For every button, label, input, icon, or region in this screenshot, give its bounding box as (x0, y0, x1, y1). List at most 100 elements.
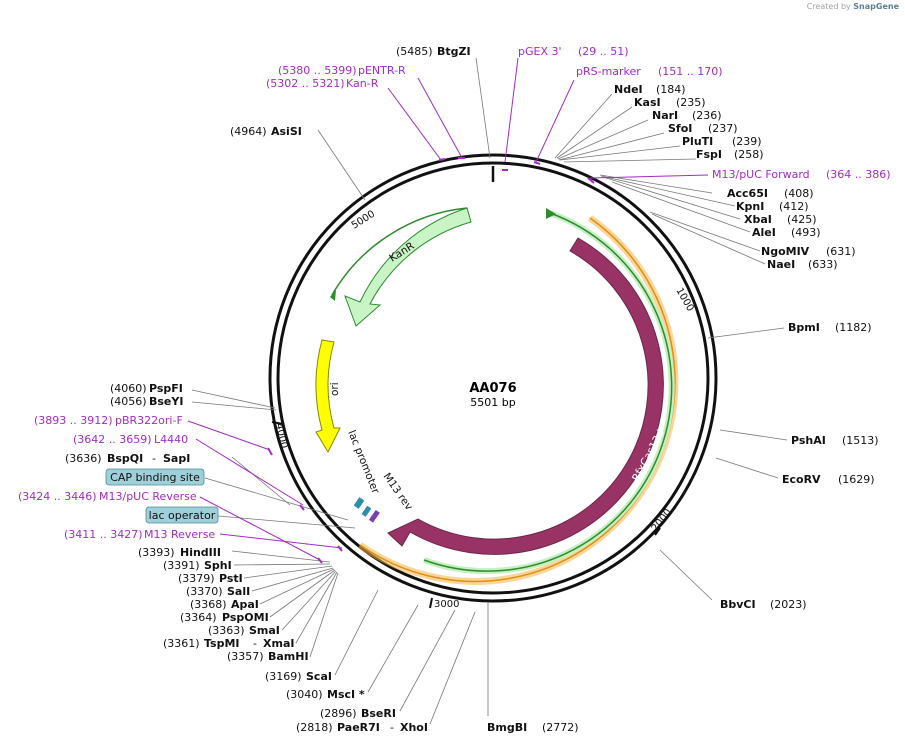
label-ngomiv-pos: (631) (826, 245, 856, 258)
primer-m13-puc-rev: M13/pUC Reverse (99, 490, 197, 503)
label-btgzi: BtgZI (437, 45, 471, 58)
label-pluti: PluTI (682, 135, 713, 148)
primer-pentr-r-range: (5380 .. 5399) (278, 64, 357, 77)
lac-promoter-label: lac promoter (345, 429, 382, 496)
primer-l4440: L4440 (154, 433, 188, 446)
snapgene-logo: SnapGene (853, 2, 899, 11)
primer-prs-marker-range: (151 .. 170) (658, 65, 723, 78)
green-arrow-head (546, 208, 556, 219)
ori-feature (315, 339, 341, 454)
label-bseyi: BseYI (149, 395, 183, 408)
lac-operator-box (145, 506, 219, 524)
primer-pbr322ori-f-range: (3893 .. 3912) (34, 414, 113, 427)
tick-3000-mark (429, 597, 433, 609)
label-psti: PstI (219, 572, 243, 585)
label-pspfi-pos: (4060) (110, 382, 147, 395)
label-alei-pos: (493) (791, 226, 821, 239)
label-sali: SalI (227, 585, 250, 598)
primer-pgex3-range: (29 .. 51) (578, 45, 629, 58)
label-bpmi-pos: (1182) (835, 321, 872, 334)
cap-site-mark (353, 497, 365, 509)
label-hindiii: HindIII (180, 546, 221, 559)
label-tspmi: TspMI (204, 637, 240, 650)
label-ecorv: EcoRV (782, 473, 821, 486)
label-pspomi-pos: (3364) (180, 611, 217, 624)
label-bseyi-pos: (4056) (110, 395, 147, 408)
primer-kan-r: Kan-R (346, 77, 379, 90)
leader-lines (191, 57, 788, 725)
label-bmgbi-pos: (2772) (542, 721, 579, 734)
label-paer7i-dash: - (390, 721, 394, 734)
label-scai-pos: (3169) (265, 670, 302, 683)
rfxcas13d-feature (387, 237, 664, 555)
primer-m13-rev-range: (3411 .. 3427) (64, 528, 143, 541)
tick-3000: 3000 (434, 599, 459, 610)
label-naei: NaeI (767, 258, 795, 271)
label-fspi-pos: (258) (734, 148, 764, 161)
label-pshai: PshAI (791, 434, 826, 447)
label-kasi: KasI (634, 96, 661, 109)
label-psti-pos: (3379) (178, 572, 215, 585)
primer-pbr322ori-f: pBR322ori-F (115, 414, 183, 427)
label-btgzi-pos: (5485) (396, 45, 433, 58)
primer-prs-marker: pRS-marker (576, 65, 641, 78)
primer-m13-puc-rev-range: (3424 .. 3446) (18, 490, 97, 503)
m13rev-label: M13 rev (381, 471, 415, 513)
label-xbai-pos: (425) (787, 213, 817, 226)
label-kpni: KpnI (736, 200, 764, 213)
label-acc65i: Acc65I (727, 187, 768, 200)
cap-binding-label: CAP binding site (110, 471, 200, 484)
label-naei-pos: (633) (808, 258, 838, 271)
primer-pentr-r: pENTR-R (358, 64, 406, 77)
label-sali-pos: (3370) (186, 585, 223, 598)
label-bamhi-pos: (3357) (227, 650, 264, 663)
label-ngomiv: NgoMIV (761, 245, 810, 258)
label-bbvci: BbvCI (720, 598, 756, 611)
tick-4000-mark (271, 421, 284, 425)
kanr-thin-arc (331, 207, 468, 296)
primer-leaders (187, 57, 709, 561)
label-bmgbi: BmgBI (487, 721, 527, 734)
ori-label: ori (329, 382, 341, 396)
kanr-thin-head (330, 290, 336, 301)
label-bspqi-dash: - (152, 452, 156, 465)
plasmid-length: 5501 bp (470, 396, 515, 409)
label-ndei-pos: (184) (656, 83, 686, 96)
backbone-outer (268, 153, 718, 603)
primer-l4440-range: (3642 .. 3659) (73, 433, 152, 446)
primer-m13-rev: M13 Reverse (144, 528, 215, 541)
snapgene-credit: Created by SnapGene (807, 2, 899, 11)
label-pshai-pos: (1513) (842, 434, 879, 447)
lac-operator-mark (361, 505, 372, 517)
label-kpni-pos: (412) (779, 200, 809, 213)
label-xhoi: XhoI (400, 721, 428, 734)
label-pluti-pos: (239) (732, 135, 762, 148)
label-asisi-pos: (4964) (230, 125, 267, 138)
credit-prefix: Created by (806, 2, 851, 11)
label-ecorv-pos: (1629) (838, 473, 875, 486)
label-bseri-pos: (2896) (320, 707, 357, 720)
label-pspfi: PspFI (149, 382, 183, 395)
green-feature-arc-core (423, 212, 673, 572)
label-alei: AleI (752, 226, 776, 239)
label-scai: ScaI (306, 670, 332, 683)
label-tspmi-dash: - (253, 637, 257, 650)
label-acc65i-pos: (408) (784, 187, 814, 200)
label-paer7i: PaeR7I (337, 721, 380, 734)
cap-binding-box (105, 468, 205, 486)
label-kasi-pos: (235) (676, 96, 706, 109)
label-sfoi: SfoI (668, 122, 692, 135)
label-sfoi-pos: (237) (708, 122, 738, 135)
label-xbai: XbaI (744, 213, 772, 226)
primer-pgex3: pGEX 3' (518, 45, 562, 58)
label-pspomi: PspOMI (222, 611, 269, 624)
label-sapi: SapI (163, 452, 190, 465)
label-msci-pos: (3040) (286, 688, 323, 701)
label-bspqi: BspQI (107, 452, 143, 465)
label-paer7i-pos: (2818) (296, 721, 333, 734)
primer-marks (267, 157, 595, 564)
label-bamhi: BamHI (268, 650, 309, 663)
primer-kan-r-range: (5302 .. 5321) (266, 77, 345, 90)
label-tspmi-pos: (3361) (163, 637, 200, 650)
